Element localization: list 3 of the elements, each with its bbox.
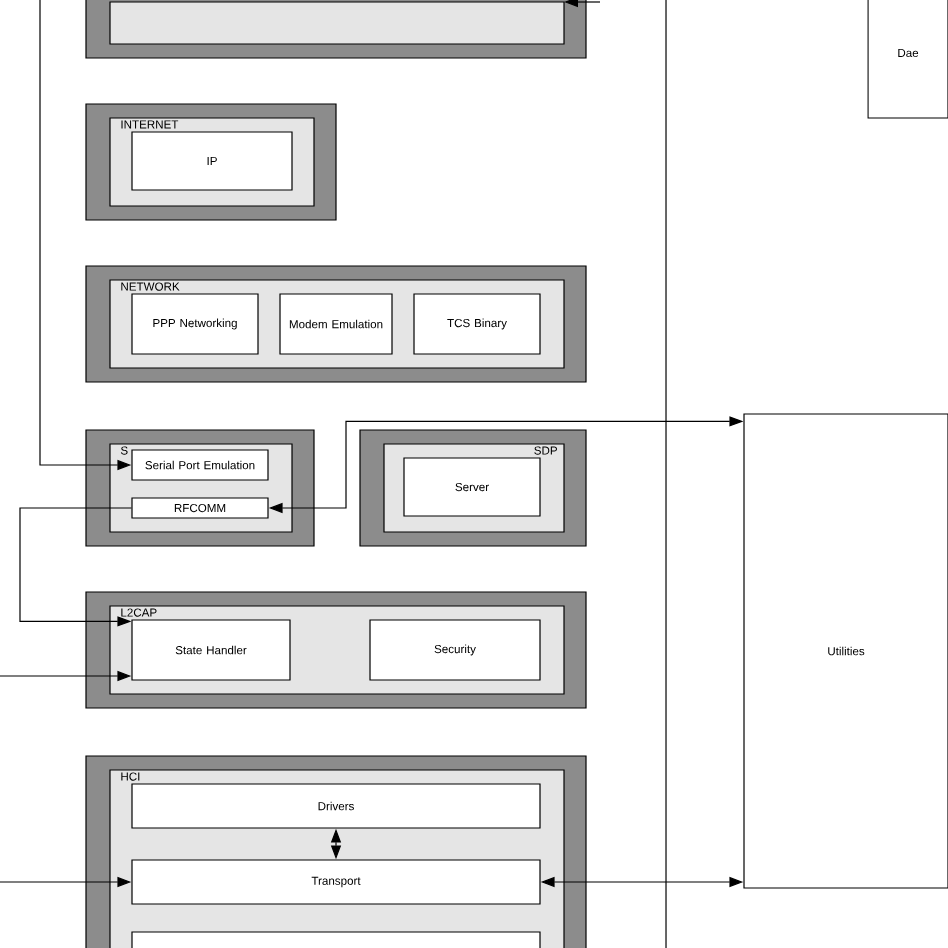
layer-box [85, 0, 587, 59]
empty-box [131, 931, 541, 948]
arrow [19, 507, 132, 627]
